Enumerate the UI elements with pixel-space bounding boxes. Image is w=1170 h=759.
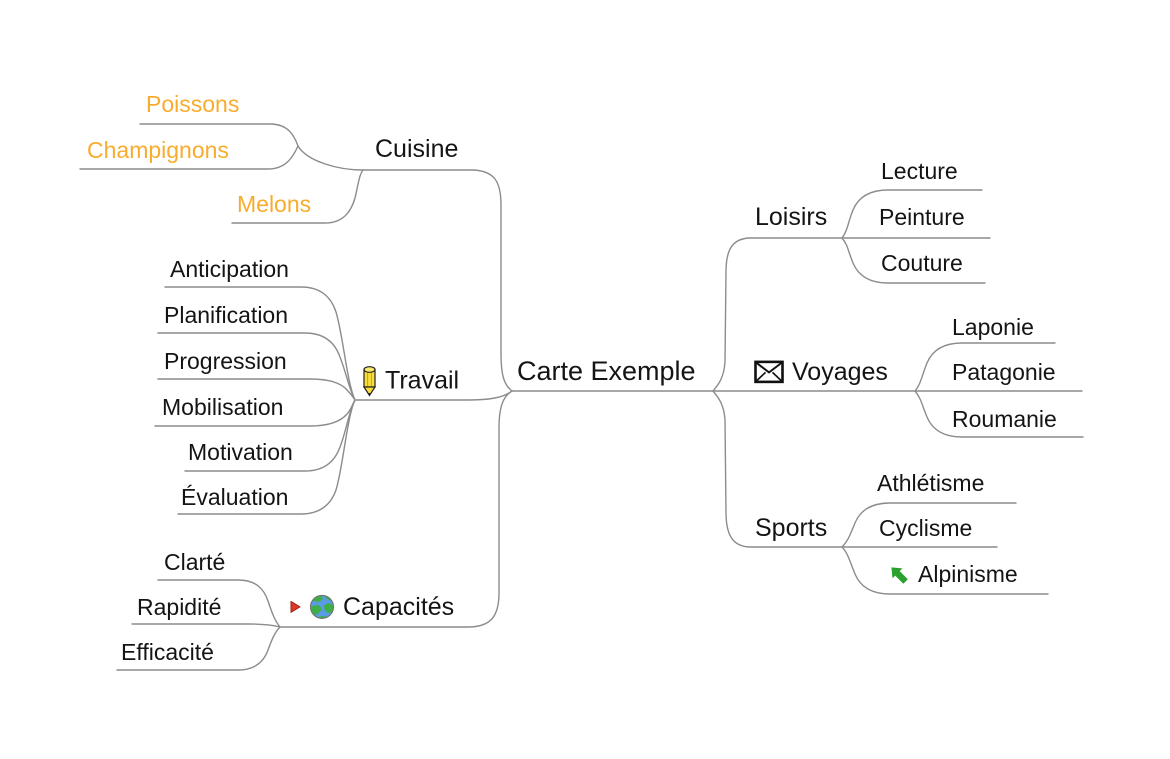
link-poissons [139,123,299,147]
node-couture[interactable]: Couture [881,251,963,275]
node-cyclisme[interactable]: Cyclisme [879,516,972,540]
label: Travail [385,366,460,395]
link-loisirs [712,237,843,392]
node-lecture[interactable]: Lecture [881,159,958,183]
node-roumanie[interactable]: Roumanie [952,407,1057,431]
green-arrow-icon [887,562,910,585]
link-cuisine [362,169,513,392]
node-sports[interactable]: Sports [755,513,828,542]
node-capacites[interactable]: Capacités [290,594,454,620]
link-motivation [184,399,356,472]
label: Lecture [881,157,958,184]
label: Champignons [87,136,229,163]
node-planification[interactable]: Planification [164,303,288,327]
label: Roumanie [952,405,1057,432]
label: Cyclisme [879,514,973,541]
label: Peinture [879,203,965,230]
label: Cuisine [375,134,459,163]
label: Progression [164,347,287,374]
node-progression[interactable]: Progression [164,349,287,373]
envelope-icon [754,360,784,384]
node-travail[interactable]: Travail [362,366,459,397]
node-laponie[interactable]: Laponie [952,315,1034,339]
label: Efficacité [121,638,214,665]
globe-icon [309,594,335,620]
node-loisirs[interactable]: Loisirs [755,202,828,231]
link-efficacite [116,626,281,671]
red-arrow-icon [290,600,301,614]
node-voyages[interactable]: Voyages [754,359,888,385]
label: Anticipation [170,255,289,282]
link-laponie [914,342,1056,392]
link-roumanie [914,390,1084,438]
label: Clarté [164,548,226,575]
label: Alpinisme [918,560,1018,587]
node-patagonie[interactable]: Patagonie [952,360,1056,384]
node-champignons[interactable]: Champignons [87,138,229,162]
label: Carte Exemple [517,355,696,386]
node-cuisine[interactable]: Cuisine [375,134,459,163]
link-capacites [279,390,513,628]
label: Voyages [792,357,888,386]
label: Évaluation [181,483,289,510]
label: Laponie [952,313,1034,340]
node-alpinisme[interactable]: Alpinisme [887,562,1018,586]
node-efficacite[interactable]: Efficacité [121,640,214,664]
link-couture [841,237,986,284]
label: Athlétisme [877,469,985,496]
node-evaluation[interactable]: Évaluation [181,485,288,509]
link-cuisine-merge [297,145,364,171]
link-progression [157,378,356,401]
label: Sports [755,513,828,542]
label: Couture [881,249,963,276]
link-alpinisme [841,546,1049,595]
link-sports [712,390,843,548]
label: Patagonie [952,358,1056,385]
link-clarte [157,579,281,628]
link-evaluation [177,399,356,515]
link-rapidite [131,623,281,628]
node-athletisme[interactable]: Athlétisme [877,471,984,495]
node-root[interactable]: Carte Exemple [517,355,696,386]
node-clarte[interactable]: Clarté [164,550,225,574]
node-melons[interactable]: Melons [237,192,311,216]
label: Mobilisation [162,393,284,420]
link-champignons [79,145,299,170]
link-anticipation [164,286,356,401]
label: Planification [164,301,289,328]
label: Rapidité [137,593,222,620]
node-mobilisation[interactable]: Mobilisation [162,395,283,419]
node-rapidite[interactable]: Rapidité [137,595,221,619]
link-melons [231,169,364,224]
link-lecture [841,189,983,239]
label: Capacités [343,592,455,621]
node-motivation[interactable]: Motivation [188,440,293,464]
label: Motivation [188,438,293,465]
node-poissons[interactable]: Poissons [146,92,239,116]
node-peinture[interactable]: Peinture [879,205,965,229]
link-athletisme [841,502,1017,548]
label: Loisirs [755,202,828,231]
label: Poissons [146,90,240,117]
pencil-icon [362,366,377,397]
label: Melons [237,190,312,217]
link-planification [157,332,356,401]
node-anticipation[interactable]: Anticipation [170,257,289,281]
